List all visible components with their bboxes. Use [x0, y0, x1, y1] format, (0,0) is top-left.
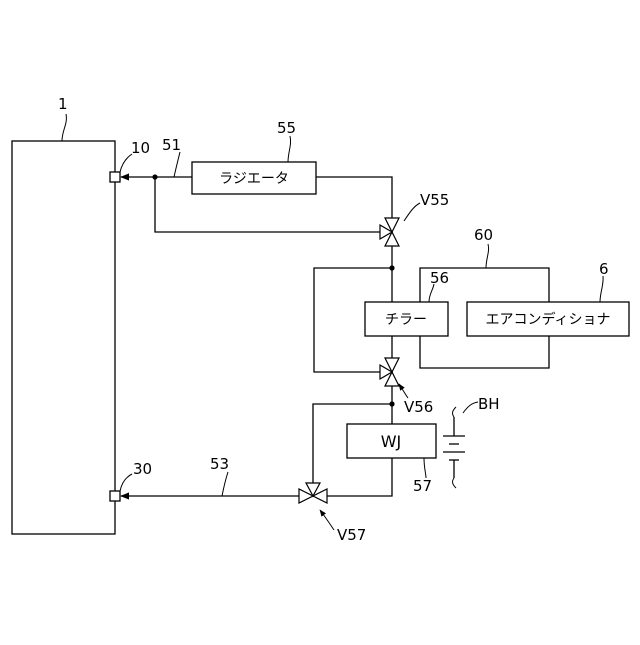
chiller-group-ref-label: 60 [474, 226, 493, 244]
air-conditioner-label: エアコンディショナ [485, 311, 610, 328]
port-top-label: 10 [131, 139, 150, 157]
pump-outlet-pipe [327, 458, 392, 496]
pump-wj-label: WJ [381, 432, 402, 451]
chiller-bypass-pipe [314, 268, 392, 372]
battery-heater-label: BH [478, 395, 500, 413]
radiator-outlet-pipe [316, 177, 392, 218]
main-unit-leader [62, 114, 66, 141]
battery-heater-symbol [443, 407, 465, 488]
valve-v56-label: V56 [404, 398, 433, 416]
pump-leader [424, 458, 426, 478]
pipe-53-label: 53 [210, 455, 229, 473]
radiator-label: ラジエータ [219, 171, 289, 187]
port-top [110, 172, 120, 182]
air-conditioner-ref-label: 6 [599, 260, 609, 278]
pipe-51-label: 51 [162, 136, 181, 154]
valve-v57-label: V57 [337, 526, 366, 544]
chiller-group-outline-lower [420, 336, 549, 368]
valve-v57 [299, 483, 327, 503]
chiller-ref-label: 56 [430, 269, 449, 287]
valve-v55-leader [404, 203, 420, 221]
valve-v55-label: V55 [420, 191, 449, 209]
battery-heater-leader [463, 402, 478, 413]
chiller-group-leader [486, 244, 489, 268]
valve-v56 [380, 358, 399, 386]
pipe-53-leader [222, 472, 228, 496]
chiller-label: チラー [385, 312, 427, 328]
port-bottom-label: 30 [133, 460, 152, 478]
pump-ref-label: 57 [413, 477, 432, 495]
port-bottom-leader [120, 474, 132, 491]
pipe-51-leader [174, 152, 180, 177]
valve-v56-leader [399, 384, 408, 398]
radiator-ref-label: 55 [277, 119, 296, 137]
air-conditioner-leader [600, 276, 603, 302]
main-unit-label: 1 [58, 95, 68, 113]
port-bottom [110, 491, 120, 501]
main-unit-block [12, 141, 115, 534]
radiator-leader [288, 136, 291, 162]
valve-v57-leader [320, 510, 334, 530]
valve-v55 [380, 218, 399, 246]
